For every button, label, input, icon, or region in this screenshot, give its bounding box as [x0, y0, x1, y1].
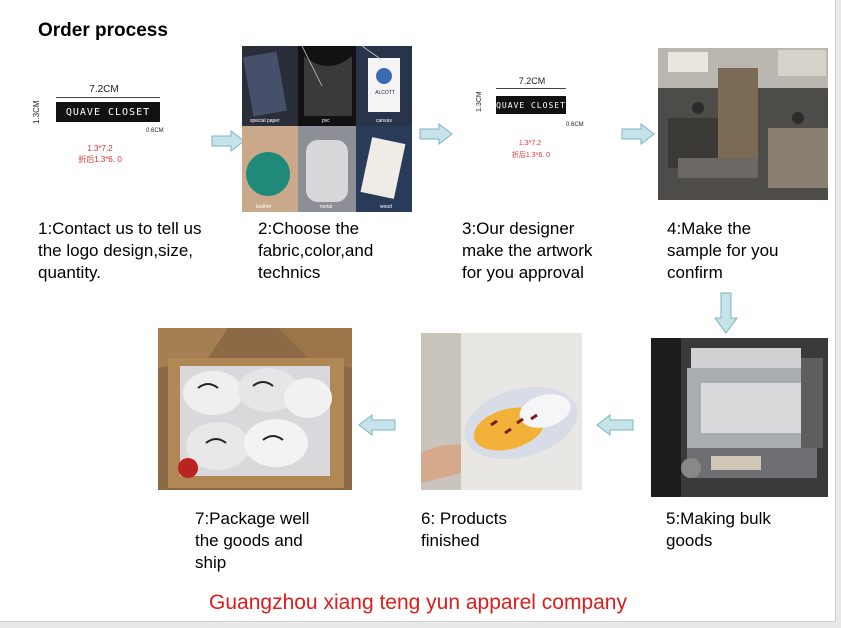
step-1-label-mockup: 7.2CM 1.3CM QUAVE CLOSET 0.6CM 1.3*7.2 折…: [30, 80, 170, 170]
step-2-tag-collage: ALCOTT special paper pvc canvas leather …: [242, 46, 412, 212]
artwork-size-note-2: 折后1.3*6. 0: [511, 152, 551, 159]
caption-canvas: canvas: [376, 118, 392, 124]
artwork-brand-label: QUAVE CLOSET: [496, 96, 566, 114]
step-7-text: 7:Package well the goods and ship: [195, 508, 309, 574]
artwork-width-dimension: 7.2CM: [518, 76, 546, 86]
step-6-line-1: 6: Products: [421, 509, 507, 528]
caption-pvc: pvc: [322, 118, 330, 124]
tag-collage-photo: [242, 46, 412, 212]
caption-wood: wood: [380, 204, 392, 210]
step-2-text: 2:Choose the fabric,color,and technics: [258, 218, 373, 284]
step-7-line-2: the goods and: [195, 531, 303, 550]
size-note-1: 1.3*7.2: [87, 144, 113, 153]
step-7-package-photo: [158, 328, 352, 490]
step-4-text: 4:Make the sample for you confirm: [667, 218, 779, 284]
step-5-text: 5:Making bulk goods: [666, 508, 771, 552]
package-photo: [158, 328, 352, 488]
artwork-height-dimension: 1.3CM: [476, 91, 483, 112]
step-5-machine-photo: [651, 338, 828, 497]
arrow-left-icon: [596, 414, 634, 436]
page-title: Order process: [38, 20, 168, 41]
step-4-line-3: confirm: [667, 263, 723, 282]
caption-special-paper: special paper: [250, 118, 280, 124]
products-photo: [421, 333, 582, 490]
step-6-products-photo: [421, 333, 582, 490]
step-3-line-1: 3:Our designer: [462, 219, 575, 238]
step-6-line-2: finished: [421, 531, 480, 550]
step-7-line-3: ship: [195, 553, 227, 572]
step-7-line-1: 7:Package well: [195, 509, 310, 528]
arrow-left-icon: [358, 414, 396, 436]
step-3-text: 3:Our designer make the artwork for you …: [462, 218, 592, 284]
label-width-dimension: 7.2CM: [89, 84, 119, 95]
arrow-right-icon: [621, 123, 655, 145]
brand-label: QUAVE CLOSET: [56, 102, 160, 122]
company-name: Guangzhou xiang teng yun apparel company: [209, 591, 627, 614]
step-6-text: 6: Products finished: [421, 508, 507, 552]
step-4-factory-photo: [658, 48, 828, 200]
step-1-text: 1:Contact us to tell us the logo design,…: [38, 218, 201, 284]
step-5-line-1: 5:Making bulk: [666, 509, 771, 528]
arrow-right-icon: [419, 123, 453, 145]
caption-leather: leather: [256, 204, 272, 210]
artwork-width-bracket: [496, 88, 566, 89]
step-5-line-2: goods: [666, 531, 713, 550]
machine-photo: [651, 338, 828, 497]
artwork-inner-dimension: 0.6CM: [566, 122, 584, 128]
caption-metal: metal: [320, 204, 333, 210]
size-note-2: 折后1.3*6. 0: [78, 155, 122, 164]
factory-photo: [658, 48, 828, 200]
step-3-line-3: for you approval: [462, 263, 584, 282]
arrow-down-icon: [714, 292, 738, 334]
artwork-size-note-1: 1.3*7.2: [518, 140, 542, 147]
step-1-line-3: quantity.: [38, 263, 102, 282]
label-inner-dimension: 0.6CM: [146, 128, 164, 134]
step-2-line-2: fabric,color,and: [258, 241, 374, 260]
step-1-line-2: the logo design,size,: [38, 241, 193, 260]
step-2-line-3: technics: [258, 263, 321, 282]
step-4-line-2: sample for you: [667, 241, 779, 260]
label-height-dimension: 1.3CM: [32, 100, 41, 124]
step-2-line-1: 2:Choose the: [258, 219, 360, 238]
arrow-right-icon: [211, 130, 245, 152]
width-bracket: [56, 97, 160, 98]
step-3-artwork-mockup: 7.2CM 1.3CM QUAVE CLOSET 0.6CM 1.3*7.2 折…: [470, 72, 590, 164]
step-1-line-1: 1:Contact us to tell us: [38, 219, 202, 238]
step-3-line-2: make the artwork: [462, 241, 593, 260]
tag-brand: ALCOTT: [375, 90, 395, 96]
step-4-line-1: 4:Make the: [667, 219, 752, 238]
